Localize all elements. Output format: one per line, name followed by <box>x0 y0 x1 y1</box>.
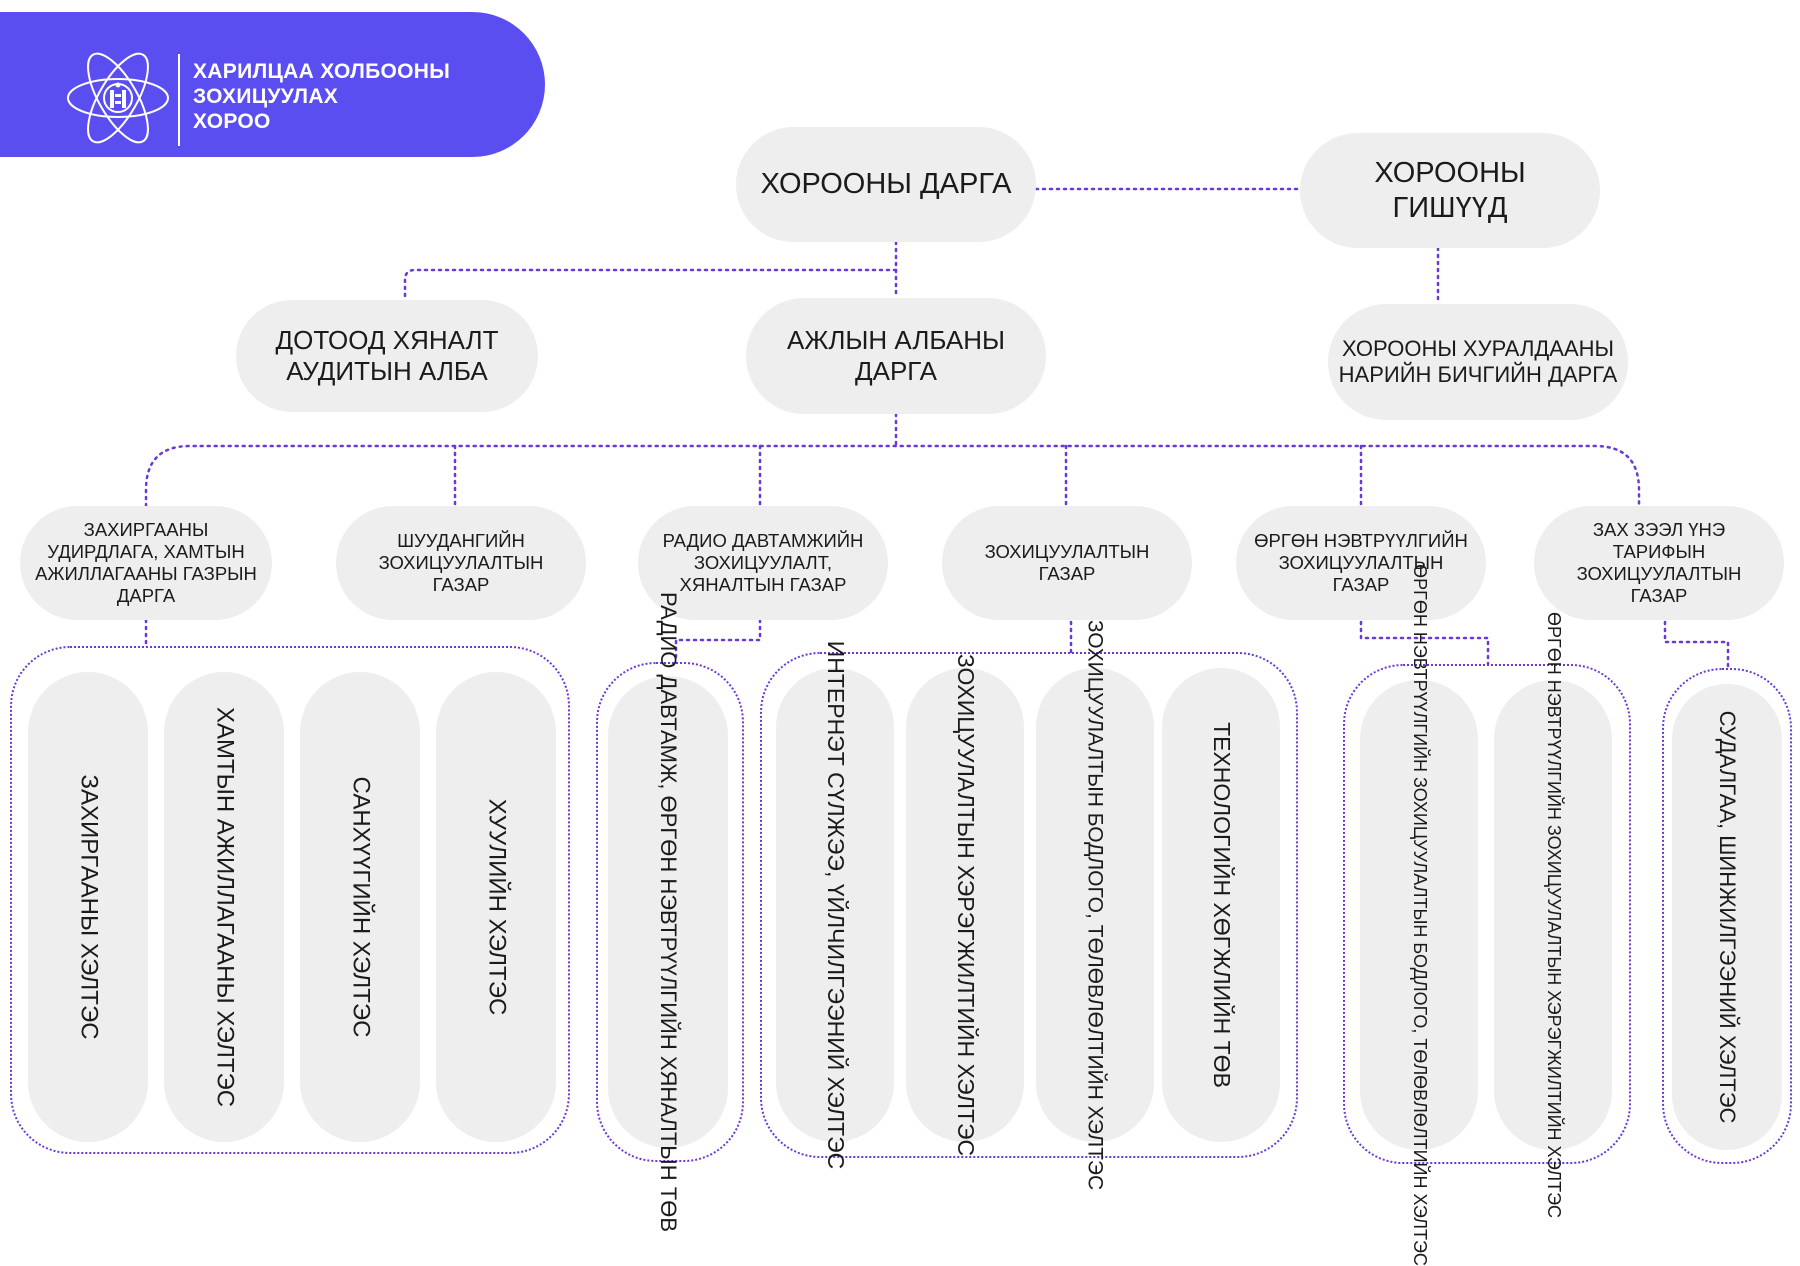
dept-label: ЗОХИЦУУЛАЛТЫН ГАЗАР <box>984 540 1150 584</box>
unit-label: ЗАХИРГААНЫ ХЭЛТЭС <box>75 774 103 1040</box>
chairman-label: ХОРООНЫ ДАРГА <box>760 168 1012 201</box>
dept-label: ЗАХИРГААНЫ УДИРДЛАГА, ХАМТЫН АЖИЛЛАГААНЫ… <box>35 518 257 607</box>
node-secretariat-head: АЖЛЫН АЛБАНЫ ДАРГА <box>746 298 1046 414</box>
unit-label: ӨРГӨН НЭВТРҮҮЛГИЙН ЗОХИЦУУЛАЛТЫН ХЭРЭГЖИ… <box>1543 611 1564 1219</box>
dept-label: ЗАХ ЗЭЭЛ ҮНЭ ТАРИФЫН ЗОХИЦУУЛАЛТЫН ГАЗАР <box>1576 518 1742 607</box>
unit-finance: САНХҮҮГИЙН ХЭЛТЭС <box>300 672 420 1142</box>
soyombo-atom-emblem-icon <box>67 52 169 144</box>
node-meeting-secretary: ХОРООНЫ ХУРАЛДААНЫ НАРИЙН БИЧГИЙН ДАРГА <box>1328 304 1628 420</box>
members-label: ХОРООНЫ ГИШҮҮД <box>1374 156 1526 224</box>
unit-label: ЗОХИЦУУЛАЛТЫН ХЭРЭГЖИЛТИЙН ХЭЛТЭС <box>952 653 979 1157</box>
unit-broadcast-implementation: ӨРГӨН НЭВТРҮҮЛГИЙН ЗОХИЦУУЛАЛТЫН ХЭРЭГЖИ… <box>1494 612 1612 1218</box>
unit-label: ХАМТЫН АЖИЛЛАГААНЫ ХЭЛТЭС <box>211 706 239 1108</box>
dept-label: РАДИО ДАВТАМЖИЙН ЗОХИЦУУЛАЛТ, ХЯНАЛТЫН Г… <box>662 529 864 596</box>
link-broadcast-units <box>1359 620 1490 666</box>
unit-internet-services: ИНТЕРНЭТ СҮЛЖЭЭ, ҮЙЛЧИЛГЭЭНИЙ ХЭЛТЭС <box>776 641 894 1169</box>
dept-label: ӨРГӨН НЭВТРҮҮЛГИЙН ЗОХИЦУУЛАЛТЫН ГАЗАР <box>1254 529 1468 596</box>
organization-name: ХАРИЛЦАА ХОЛБООНЫ ЗОХИЦУУЛАХ ХОРОО <box>193 59 493 134</box>
org-name-line-2: ЗОХИЦУУЛАХ <box>193 85 339 108</box>
unit-cooperation: ХАМТЫН АЖИЛЛАГААНЫ ХЭЛТЭС <box>164 672 284 1142</box>
link-radio-unit <box>674 618 762 664</box>
unit-label: ТЕХНОЛОГИЙН ХӨГЖЛИЙН ТӨВ <box>1208 722 1235 1088</box>
header-banner: ХАРИЛЦАА ХОЛБООНЫ ЗОХИЦУУЛАХ ХОРОО <box>0 12 545 157</box>
unit-research-analysis: СУДАЛГАА, ШИНЖИЛГЭЭНИЙ ХЭЛТЭС <box>1672 684 1782 1150</box>
org-name-line-1: ХАРИЛЦАА ХОЛБООНЫ <box>193 60 451 83</box>
dept-administration: ЗАХИРГААНЫ УДИРДЛАГА, ХАМТЫН АЖИЛЛАГААНЫ… <box>20 506 272 620</box>
unit-regulation-policy: ЗОХИЦУУЛАЛТЫН БОДЛОГО, ТӨЛӨВЛӨЛТИЙН ХЭЛТ… <box>1036 620 1154 1190</box>
dept-label: ШУУДАНГИЙН ЗОХИЦУУЛАЛТЫН ГАЗАР <box>378 529 544 596</box>
unit-label: ЗОХИЦУУЛАЛТЫН БОДЛОГО, ТӨЛӨВЛӨЛТИЙН ХЭЛТ… <box>1083 619 1107 1191</box>
link-market-unit <box>1663 620 1730 670</box>
meeting-secretary-label: ХОРООНЫ ХУРАЛДААНЫ НАРИЙН БИЧГИЙН ДАРГА <box>1338 335 1618 387</box>
unit-label: СУДАЛГАА, ШИНЖИЛГЭЭНИЙ ХЭЛТЭС <box>1715 710 1741 1124</box>
dept-regulation: ЗОХИЦУУЛАЛТЫН ГАЗАР <box>942 506 1192 620</box>
node-chairman: ХОРООНЫ ДАРГА <box>736 127 1036 242</box>
unit-label: ӨРГӨН НЭВТРҮҮЛГИЙН ЗОХИЦУУЛАЛТЫН БОДЛОГО… <box>1409 564 1430 1266</box>
unit-administration: ЗАХИРГААНЫ ХЭЛТЭС <box>28 672 148 1142</box>
connector-lines <box>144 187 1730 670</box>
org-name-line-3: ХОРОО <box>193 110 271 133</box>
dept-broadcasting: ӨРГӨН НЭВТРҮҮЛГИЙН ЗОХИЦУУЛАЛТЫН ГАЗАР <box>1236 506 1486 620</box>
dept-radio-frequency: РАДИО ДАВТАМЖИЙН ЗОХИЦУУЛАЛТ, ХЯНАЛТЫН Г… <box>638 506 888 620</box>
unit-group-administration <box>10 646 570 1154</box>
dept-market-tariff: ЗАХ ЗЭЭЛ ҮНЭ ТАРИФЫН ЗОХИЦУУЛАЛТЫН ГАЗАР <box>1534 506 1784 620</box>
unit-label: ИНТЕРНЭТ СҮЛЖЭЭ, ҮЙЛЧИЛГЭЭНИЙ ХЭЛТЭС <box>822 640 849 1170</box>
secretariat-head-label: АЖЛЫН АЛБАНЫ ДАРГА <box>786 324 1006 386</box>
unit-label: ХУУЛИЙН ХЭЛТЭС <box>483 798 511 1016</box>
node-committee-members: ХОРООНЫ ГИШҮҮД <box>1300 133 1600 248</box>
node-internal-audit: ДОТООД ХЯНАЛТ АУДИТЫН АЛБА <box>236 300 538 412</box>
unit-group-radio <box>596 662 744 1162</box>
unit-group-regulation <box>760 652 1298 1158</box>
unit-radio-monitoring-center: РАДИО ДАВТАМЖ, ӨРГӨН НЭВТРҮҮЛГИЙН ХЯНАЛТ… <box>608 592 728 1232</box>
banner-divider <box>178 54 180 146</box>
internal-audit-label: ДОТООД ХЯНАЛТ АУДИТЫН АЛБА <box>275 324 499 386</box>
unit-group-broadcasting <box>1343 664 1631 1164</box>
unit-label: САНХҮҮГИЙН ХЭЛТЭС <box>347 776 375 1038</box>
unit-legal: ХУУЛИЙН ХЭЛТЭС <box>436 672 556 1142</box>
dept-postal: ШУУДАНГИЙН ЗОХИЦУУЛАЛТЫН ГАЗАР <box>336 506 586 620</box>
unit-regulation-implementation: ЗОХИЦУУЛАЛТЫН ХЭРЭГЖИЛТИЙН ХЭЛТЭС <box>906 654 1024 1156</box>
unit-group-market <box>1662 668 1792 1164</box>
unit-technology-center: ТЕХНОЛОГИЙН ХӨГЖЛИЙН ТӨВ <box>1162 668 1280 1142</box>
unit-broadcast-policy: ӨРГӨН НЭВТРҮҮЛГИЙН ЗОХИЦУУЛАЛТЫН БОДЛОГО… <box>1360 564 1478 1266</box>
link-chairman-audit <box>403 268 898 302</box>
unit-label: РАДИО ДАВТАМЖ, ӨРГӨН НЭВТРҮҮЛГИЙН ХЯНАЛТ… <box>656 591 682 1233</box>
dept-bus <box>144 444 1641 508</box>
